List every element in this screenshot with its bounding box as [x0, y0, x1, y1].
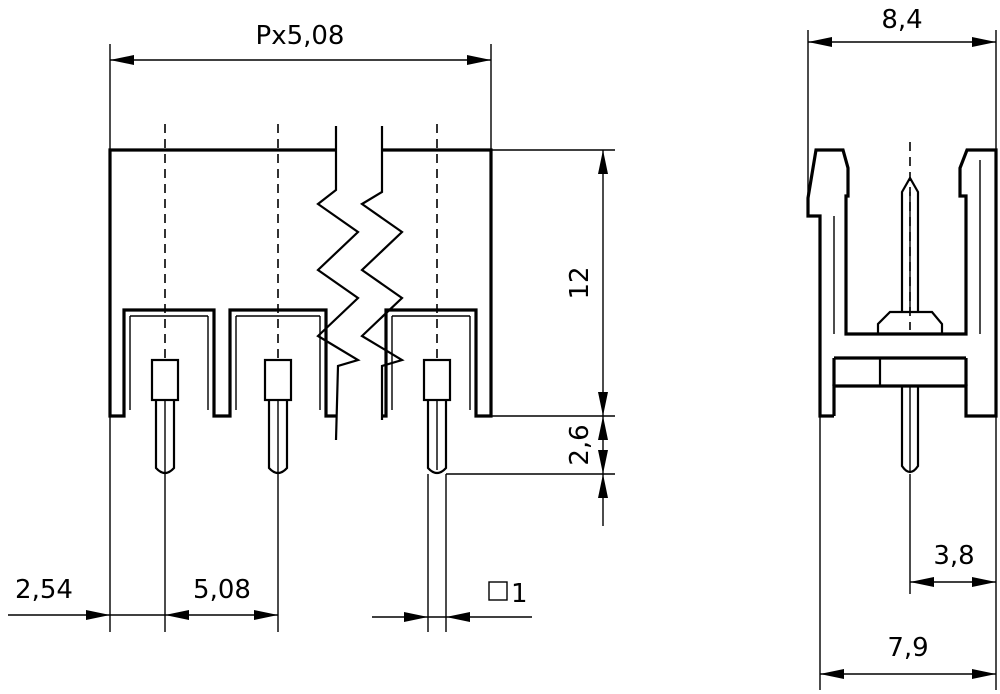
dim-total-width-label: Px5,08 [256, 21, 345, 51]
side-base-block [832, 356, 968, 386]
dim-pin-to-back-label: 3,8 [933, 541, 974, 571]
dim-side-width: 8,4 [807, 5, 997, 198]
dim-base-width: 7,9 [819, 416, 997, 690]
dim-pin-length: 2,6 [446, 416, 615, 526]
dim-total-width: Px5,08 [109, 21, 492, 150]
dim-pin-offset-label: 2,54 [15, 575, 73, 605]
side-pin-upper [900, 175, 920, 312]
pin-1 [150, 358, 180, 475]
dim-pin-length-label: 2,6 [565, 424, 595, 465]
front-pins [150, 358, 452, 475]
front-pockets [129, 315, 471, 410]
pin-3 [422, 358, 452, 475]
break-line-left [316, 126, 361, 441]
front-body-outline-right [382, 148, 493, 418]
side-view [806, 142, 998, 474]
side-pin-collar [876, 310, 944, 336]
front-view [108, 124, 493, 475]
dim-pin-pitch-label: 5,08 [193, 575, 251, 605]
front-body-outline-left [108, 148, 336, 418]
front-pin-centerlines [164, 124, 438, 360]
dim-pin-square: 1 [372, 474, 532, 632]
square-symbol-icon [488, 581, 508, 601]
dim-side-width-label: 8,4 [881, 5, 922, 35]
dim-bottom-front: 2,54 5,08 [8, 416, 279, 632]
side-housing-base-left [832, 384, 880, 416]
break-line-right [359, 126, 405, 420]
dim-base-width-label: 7,9 [887, 633, 928, 663]
dim-body-height-label: 12 [565, 266, 595, 299]
dim-pin-to-back: 3,8 [909, 416, 997, 594]
dim-pin-square-label: 1 [511, 579, 528, 609]
pin-2 [263, 358, 293, 475]
dim-body-height: 12 [491, 149, 615, 417]
side-housing-outline [806, 148, 998, 418]
